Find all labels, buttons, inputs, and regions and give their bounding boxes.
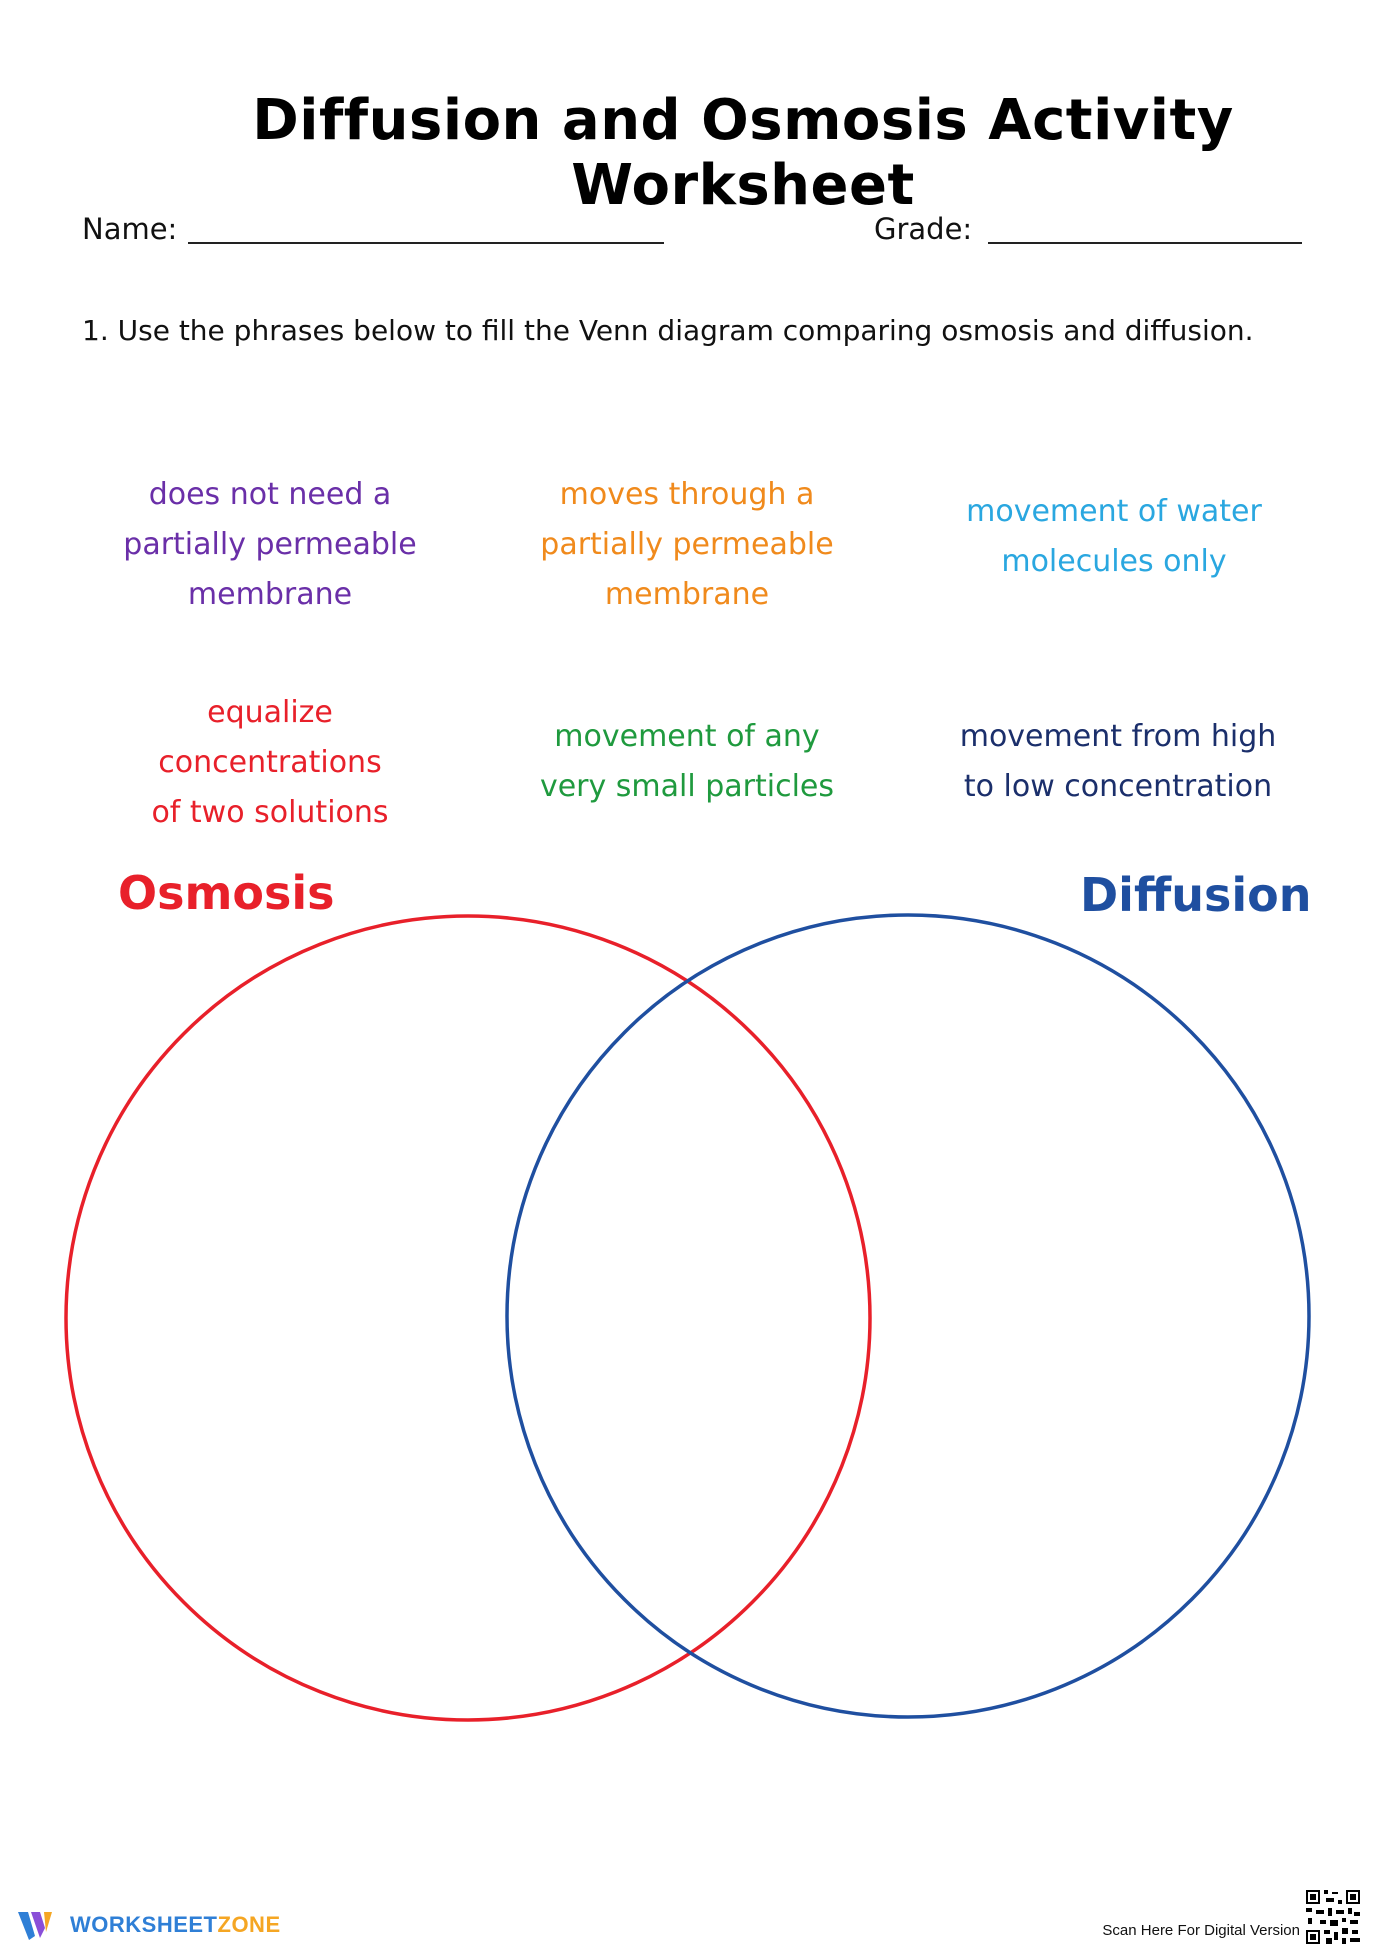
scan-text: Scan Here For Digital Version (1102, 1922, 1300, 1939)
osmosis-label: Osmosis (118, 866, 335, 920)
venn-diagram (64, 913, 1311, 1722)
qr-code-icon[interactable] (1304, 1888, 1362, 1946)
phrase-card[interactable]: moves through a partially permeable memb… (497, 420, 877, 620)
brand-logo[interactable]: WORKSHEETZONE (18, 1908, 281, 1942)
phrase-card[interactable]: does not need a partially permeable memb… (80, 420, 460, 620)
phrase-text: moves through a partially permeable memb… (540, 477, 834, 612)
phrase-text: movement of water molecules only (966, 494, 1262, 579)
name-field[interactable] (188, 242, 664, 244)
worksheetzone-logo-icon (18, 1912, 52, 1940)
phrase-card[interactable]: movement from high to low concentration (928, 662, 1308, 812)
phrase-card[interactable]: equalize concentrations of two solutions (80, 638, 460, 838)
name-label: Name: (82, 212, 178, 246)
diffusion-label: Diffusion (1080, 868, 1312, 922)
grade-field[interactable] (988, 242, 1302, 244)
phrase-card[interactable]: movement of water molecules only (924, 437, 1304, 587)
phrase-text: does not need a partially permeable memb… (123, 477, 417, 612)
instruction-text: 1. Use the phrases below to fill the Ven… (82, 314, 1254, 347)
diffusion-circle (505, 913, 1311, 1719)
brand-name-part1: WORKSHEET (70, 1912, 218, 1937)
phrase-text: movement of any very small particles (539, 719, 835, 804)
brand-name: WORKSHEETZONE (70, 1912, 281, 1938)
osmosis-circle (64, 914, 872, 1722)
phrase-text: equalize concentrations of two solutions (151, 695, 389, 830)
grade-label: Grade: (874, 212, 973, 246)
phrase-text: movement from high to low concentration (959, 719, 1277, 804)
page-title: Diffusion and Osmosis Activity Worksheet (252, 88, 1234, 218)
phrase-card[interactable]: movement of any very small particles (497, 662, 877, 812)
brand-name-part2: ZONE (217, 1912, 281, 1937)
